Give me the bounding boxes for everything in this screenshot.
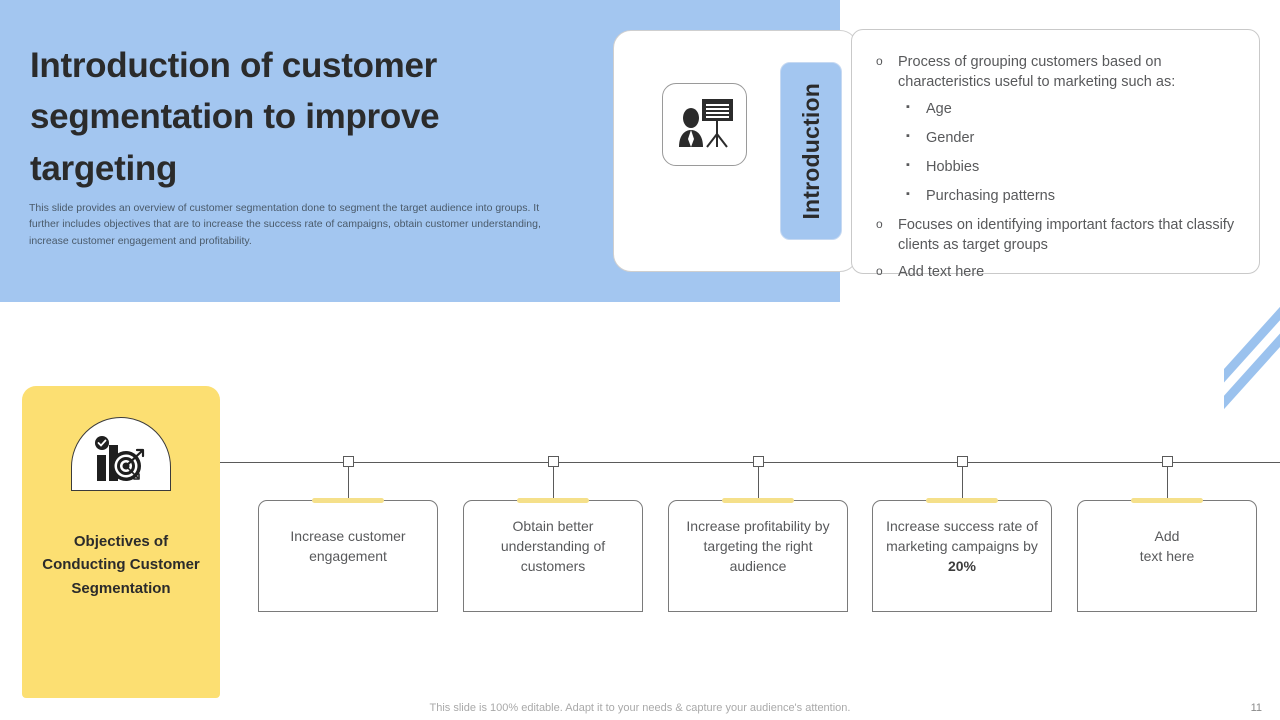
objective-card[interactable]: Add text here xyxy=(1077,498,1257,612)
card-accent-bar xyxy=(312,498,384,503)
bullet-square-icon: ▪ xyxy=(906,188,910,200)
introduction-tab-label: Introduction xyxy=(797,82,824,220)
objective-card[interactable]: Increase customer engagement xyxy=(258,498,438,612)
timeline-connector xyxy=(553,467,554,501)
timeline-node xyxy=(1162,456,1173,467)
bullet-list-card: o Process of grouping customers based on… xyxy=(851,29,1260,280)
objective-card[interactable]: Increase profitability by targeting the … xyxy=(668,498,848,612)
objective-card-text: Obtain better understanding of customers xyxy=(500,518,606,574)
card-accent-bar xyxy=(926,498,998,503)
bullet-circle-icon: o xyxy=(876,264,883,278)
list-item: ▪ Gender xyxy=(906,128,1239,148)
list-item-text: Focuses on identifying important factors… xyxy=(898,217,1235,253)
timeline-connector xyxy=(1167,467,1168,501)
objective-card-text: Add text here xyxy=(1139,528,1195,564)
page-title: Introduction of customer segmentation to… xyxy=(30,46,440,188)
list-item: ▪ Hobbies xyxy=(906,157,1239,177)
card-accent-bar xyxy=(722,498,794,503)
bullet-circle-icon: o xyxy=(876,54,883,68)
timeline-connector xyxy=(758,467,759,501)
card-accent-bar xyxy=(517,498,589,503)
objective-card[interactable]: Obtain better understanding of customers xyxy=(463,498,643,612)
timeline-node xyxy=(753,456,764,467)
timeline-connector xyxy=(348,467,349,501)
card-accent-bar xyxy=(1131,498,1203,503)
list-item-text: Add text here xyxy=(898,264,985,280)
timeline-node xyxy=(343,456,354,467)
list-item-text: Purchasing patterns xyxy=(926,188,1055,204)
list-item-text: Age xyxy=(926,101,952,117)
page-number: 11 xyxy=(1250,702,1262,714)
objective-card-highlight: 20% xyxy=(947,557,977,574)
introduction-tab[interactable]: Introduction xyxy=(780,62,842,240)
objective-card-text: Increase customer engagement xyxy=(290,528,406,564)
objectives-panel: Objectives of Conducting Customer Segmen… xyxy=(22,386,220,698)
list-item: ▪ Age xyxy=(906,99,1239,119)
slide-subtitle: This slide provides an overview of custo… xyxy=(29,202,541,247)
objective-card-text: Increase profitability by targeting the … xyxy=(686,518,830,574)
list-item-text: Process of grouping customers based on c… xyxy=(898,54,1176,90)
objective-card-text: Increase success rate of marketing campa… xyxy=(886,518,1038,555)
bullet-square-icon: ▪ xyxy=(906,159,910,171)
decorative-diagonal-stripes xyxy=(1224,300,1280,410)
timeline-connector xyxy=(962,467,963,501)
objective-card-text-composite: Increase success rate of marketing campa… xyxy=(885,517,1039,577)
timeline-node xyxy=(548,456,559,467)
list-item: o Process of grouping customers based on… xyxy=(876,52,1239,92)
bar-chart-target-icon xyxy=(71,417,171,491)
footer-note: This slide is 100% editable. Adapt it to… xyxy=(429,702,851,714)
list-item: ▪ Purchasing patterns xyxy=(906,186,1239,206)
objectives-panel-title: Objectives of Conducting Customer Segmen… xyxy=(42,533,200,597)
bullet-circle-icon: o xyxy=(876,217,883,231)
objective-card[interactable]: Increase success rate of marketing campa… xyxy=(872,498,1052,612)
bullet-square-icon: ▪ xyxy=(906,101,910,113)
list-item: o Add text here xyxy=(876,262,1239,282)
list-item: o Focuses on identifying important facto… xyxy=(876,215,1239,255)
list-item-text: Gender xyxy=(926,130,975,146)
bullet-square-icon: ▪ xyxy=(906,130,910,142)
presenter-board-icon xyxy=(662,83,747,166)
timeline-node xyxy=(957,456,968,467)
list-item-text: Hobbies xyxy=(926,159,980,175)
timeline-axis xyxy=(220,462,1280,463)
